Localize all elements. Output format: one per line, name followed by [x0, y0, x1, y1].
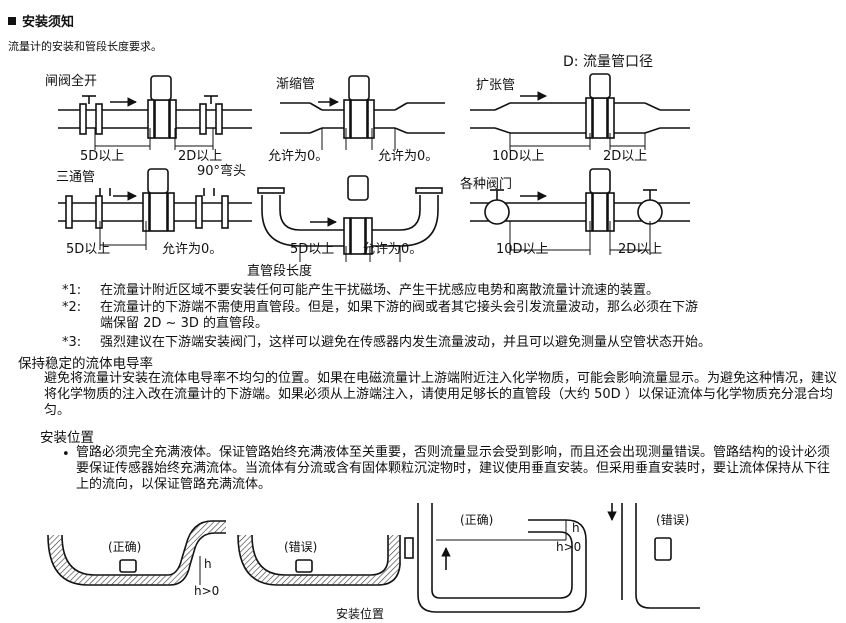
bottom-h-1: h — [204, 557, 212, 571]
section-title: 安装须知 — [22, 15, 75, 30]
tee-upstream: 5D以上 — [66, 242, 111, 257]
expander-upstream: 10D以上 — [492, 149, 545, 164]
bottom-correct-2: (正确) — [460, 513, 494, 527]
diagram-elbow — [257, 175, 443, 262]
d-label: D: 流量管口径 — [563, 54, 653, 70]
conductivity-text: 避免将流量计安装在流体电导率不均匀的位置。如果在电磁流量计上游端附近注入化学物质… — [44, 371, 838, 418]
valves-downstream: 2D以上 — [618, 242, 663, 257]
elbow-downstream: 允许为0。 — [362, 242, 423, 257]
diagram-valves — [470, 168, 690, 255]
bullet-dot-icon: • — [62, 447, 70, 462]
bottom-diagram-4 — [607, 503, 700, 609]
section-header: 安装须知 — [8, 11, 74, 30]
bottom-wrong-2: (错误) — [656, 513, 690, 527]
bottom-hgt0-1: h>0 — [194, 584, 220, 598]
diagram-tee — [58, 168, 252, 250]
bottom-diagram-2 — [237, 534, 401, 586]
tee-title: 三通管 — [56, 170, 96, 185]
position-text: 管路必须完全充满液体。保证管路始终充满液体至关重要，否则流量显示会受到影响，而且… — [76, 445, 831, 492]
expander-downstream: 2D以上 — [603, 149, 648, 164]
position-title: 安装位置 — [40, 430, 94, 446]
diagram-gate-valve — [58, 75, 252, 150]
bottom-h-2: h — [572, 521, 580, 535]
valves-upstream: 10D以上 — [496, 242, 549, 257]
straight-length-label: 直管段长度 — [247, 264, 313, 279]
note-3: *3:强烈建议在下游端安装阀门，这样可以避免在传感器内发生流量波动，并且可以避免… — [62, 335, 712, 350]
bottom-diagram-1 — [47, 520, 226, 586]
gate-valve-upstream: 5D以上 — [80, 149, 125, 164]
gate-valve-elbow: 90°弯头 — [197, 164, 247, 179]
conductivity-title: 保持稳定的流体电导率 — [18, 356, 153, 372]
note-1: *1:在流量计附近区域不要安装任何可能产生干扰磁场、产生干扰感应电势和离散流量计… — [62, 283, 660, 298]
diagram-expander — [470, 73, 690, 150]
gate-valve-title: 闸阀全开 — [45, 74, 98, 89]
diagram-reducer — [280, 75, 445, 150]
bottom-wrong-1: (错误) — [284, 540, 318, 554]
bottom-hgt0-2: h>0 — [556, 540, 582, 554]
valves-title: 各种阀门 — [460, 177, 513, 192]
expander-title: 扩张管 — [476, 78, 516, 93]
gate-valve-downstream: 2D以上 — [178, 149, 223, 164]
square-bullet-icon — [8, 17, 16, 25]
bottom-caption: 安装位置 — [336, 607, 385, 621]
reducer-downstream: 允许为0。 — [378, 149, 439, 164]
note-2: *2:在流量计的下游端不需使用直管段。但是，如果下游的阀或者其它接头会引发流量波… — [62, 300, 699, 315]
tee-downstream: 允许为0。 — [162, 242, 223, 257]
reducer-upstream: 允许为0。 — [268, 149, 329, 164]
bottom-correct-1: (正确) — [108, 540, 142, 554]
elbow-upstream: 5D以上 — [290, 242, 335, 257]
bottom-diagram-3 — [404, 503, 587, 613]
intro-text: 流量计的安装和管段长度要求。 — [8, 40, 162, 53]
reducer-title: 渐缩管 — [276, 77, 316, 92]
note-2-cont: 端保留 2D ~ 3D 的直管段。 — [100, 316, 268, 331]
